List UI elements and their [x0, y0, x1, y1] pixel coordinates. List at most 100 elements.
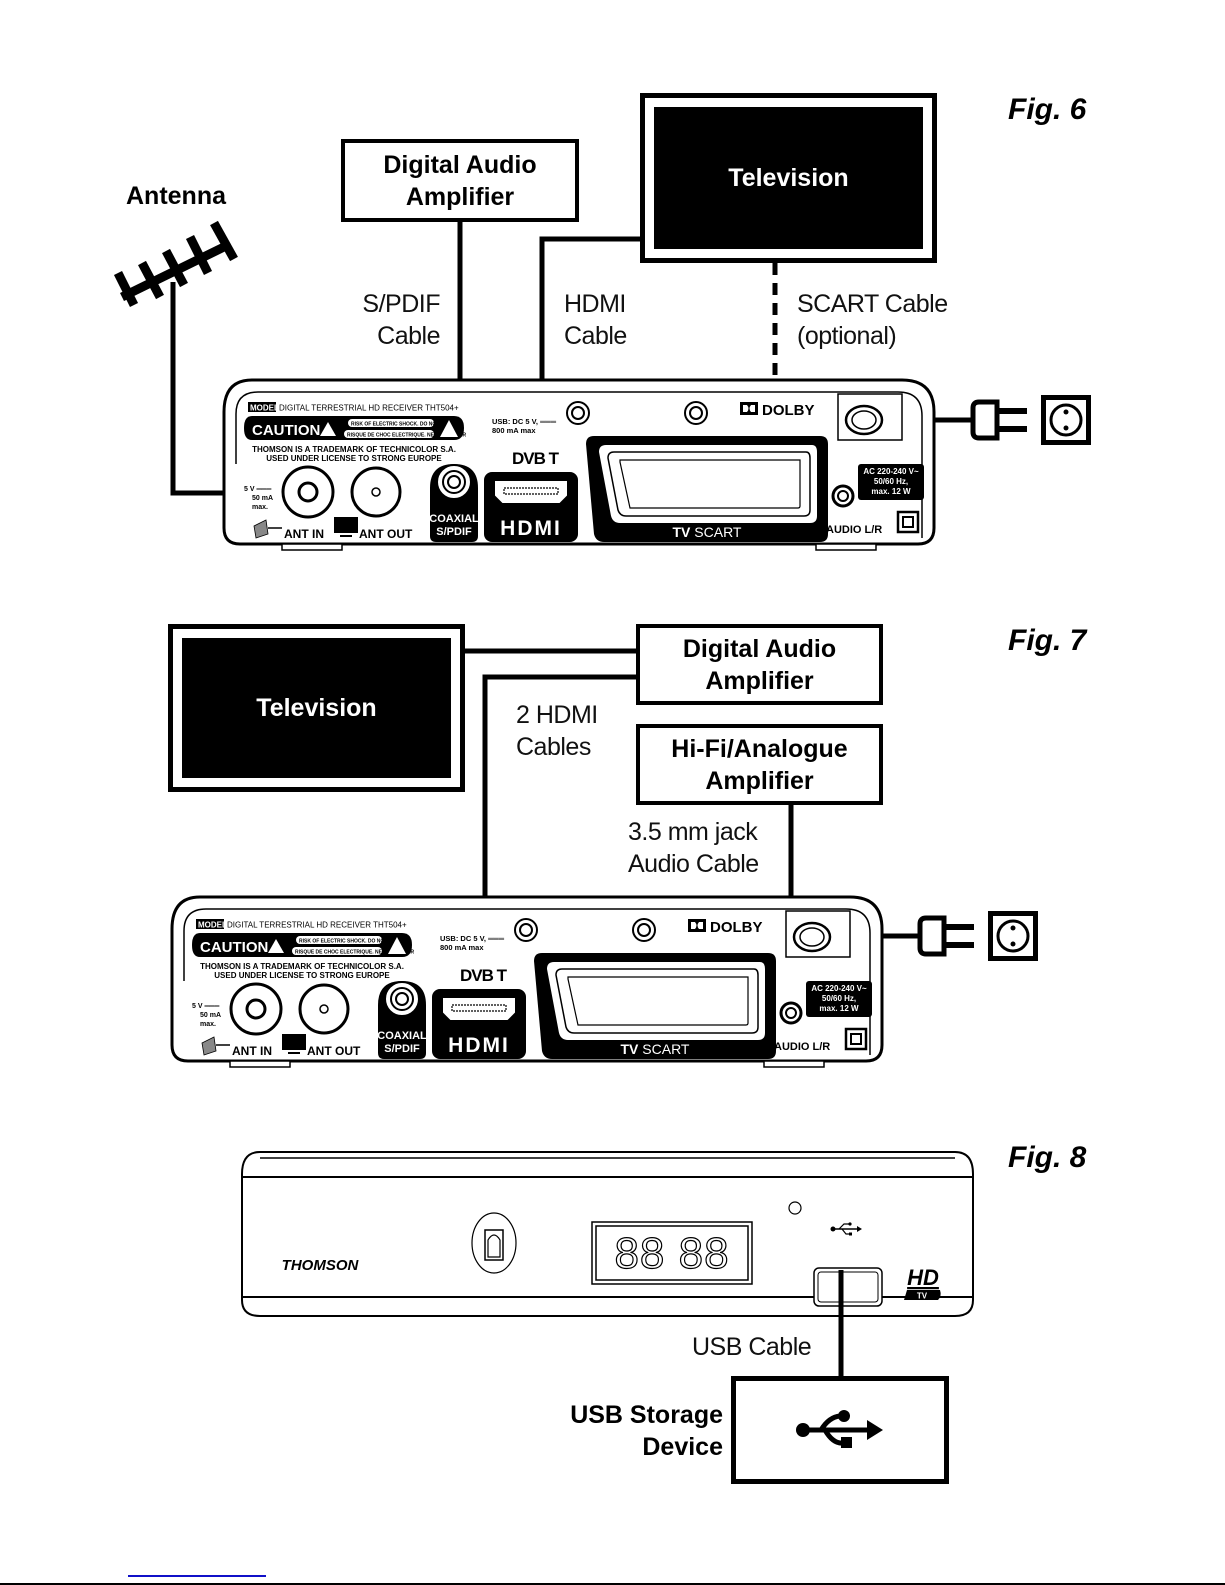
hifi-amp-line1: Hi-Fi/Analogue [671, 734, 848, 763]
antenna-power-max: max. [252, 504, 268, 511]
coaxial-label-2: S/PDIF [436, 526, 472, 538]
tv-small-icon [282, 1034, 306, 1050]
power-spec-1: AC 220-240 V~ [863, 467, 919, 476]
ant-out-label: ANT OUT [359, 527, 413, 541]
hdmi-cables-line2: Cables [516, 733, 591, 761]
lightning-warning-icon [320, 422, 336, 436]
usb-spec-1: USB: DC 5 V, ═══ [492, 417, 557, 426]
model-text: DIGITAL TERRESTRIAL HD RECEIVER THT504+ [279, 404, 459, 413]
ant-in-label: ANT IN [232, 1044, 272, 1058]
antenna-icon [113, 220, 238, 308]
power-inlet-frame [837, 393, 903, 441]
jack-cable-label: 3.5 mm jack Audio Cable [628, 816, 759, 880]
scart-line2: (optional) [797, 322, 897, 350]
dvb-t-logo: DVB T [512, 449, 560, 468]
scart-port [544, 960, 767, 1042]
power-spec-3: max. 12 W [819, 1004, 859, 1013]
foot-right [815, 543, 877, 551]
antenna-power-text: 5 V ═══ [192, 1003, 219, 1010]
power-inlet-frame [785, 910, 851, 958]
usb-spec-2: 800 mA max [492, 426, 536, 435]
foot-right [763, 1060, 825, 1068]
hdmi-line1: HDMI [564, 290, 626, 318]
television-box: Television [640, 93, 937, 263]
jack-line2: Audio Cable [628, 850, 759, 878]
coaxial-label-1: COAXIAL [429, 513, 479, 525]
fig-6-label: Fig. 6 [1008, 93, 1087, 126]
dolby-logo-icon [740, 402, 758, 415]
scart-label: TV SCART [621, 1041, 690, 1057]
spdif-line1: S/PDIF [362, 290, 440, 318]
hdmi-port [441, 996, 517, 1022]
warning-fr: RISQUE DE CHOC ELECTRIQUE. NE PAS OUVRIR [347, 433, 466, 439]
dvb-t-logo: DVB T [460, 966, 508, 985]
ant-in-label: ANT IN [284, 527, 324, 541]
scart-line1: SCART Cable [797, 290, 948, 318]
model-tag: MODEL [198, 921, 227, 930]
usb-cable [838, 1270, 844, 1380]
standby-button[interactable] [471, 1212, 517, 1274]
page-footer-rule [0, 1583, 1225, 1585]
power-plug-icon-fig7 [914, 915, 974, 957]
usb-port[interactable] [813, 1267, 883, 1307]
svg-text:TV: TV [917, 1292, 928, 1301]
antenna-power-text: 5 V ═══ [244, 486, 271, 493]
dolby-label: DOLBY [710, 919, 763, 936]
digital-amp-line2: Amplifier [705, 666, 814, 695]
usb-device-line1: USB Storage [570, 1401, 723, 1429]
coaxial-label-2: S/PDIF [384, 1043, 420, 1055]
power-spec-badge [858, 464, 924, 500]
television-screen-fig7: Television [182, 638, 451, 778]
power-inlet [844, 404, 884, 436]
power-spec-1: AC 220-240 V~ [811, 984, 867, 993]
amplifier-line1: Digital Audio [383, 150, 537, 179]
caution-text: CAUTION [200, 939, 268, 956]
jack-line1: 3.5 mm jack [628, 818, 758, 846]
trademark-line2: USED UNDER LICENSE TO STRONG EUROPE [214, 971, 390, 980]
spdif-cable-label: S/PDIF Cable [358, 288, 440, 352]
antenna-small-icon [201, 1036, 217, 1056]
usb-icon [796, 1410, 883, 1448]
audio-label: AUDIO L/R [826, 524, 882, 536]
television-box-fig7: Television [168, 624, 465, 792]
svg-text:88 88: 88 88 [614, 1229, 729, 1278]
usb-storage-device-label: USB Storage Device [520, 1399, 723, 1463]
hdmi-cables-line1: 2 HDMI [516, 701, 598, 729]
scart-cable-label: SCART Cable (optional) [797, 288, 948, 352]
hdmi-label: HDMI [448, 1034, 510, 1057]
antenna-power-max: max. [200, 1021, 216, 1028]
coaxial-label-1: COAXIAL [377, 1030, 427, 1042]
dolby-label: DOLBY [762, 402, 815, 419]
hdmi-label: HDMI [500, 517, 562, 540]
footer-link-underline[interactable] [128, 1575, 266, 1577]
usb-spec-1: USB: DC 5 V, ═══ [440, 934, 505, 943]
antenna-power-mA: 50 mA [252, 495, 273, 502]
antenna-power-mA: 50 mA [200, 1012, 221, 1019]
hifi-amp-line2: Amplifier [705, 766, 814, 795]
spdif-line2: Cable [377, 322, 440, 350]
hdmi-cable-label: HDMI Cable [564, 288, 627, 352]
power-spec-3: max. 12 W [871, 487, 911, 496]
wall-socket-icon-fig7 [988, 911, 1038, 961]
dolby-logo-icon [688, 919, 706, 932]
receiver-front-panel: 88 88 HD TV THOMSON [241, 1151, 974, 1317]
scart-port [596, 443, 819, 525]
amplifier-line2: Amplifier [405, 182, 515, 211]
usb-spec-2: 800 mA max [440, 943, 484, 952]
fig-8-label: Fig. 8 [1008, 1141, 1087, 1174]
audio-label: AUDIO L/R [774, 1041, 830, 1053]
trademark-line2: USED UNDER LICENSE TO STRONG EUROPE [266, 454, 442, 463]
power-spec-2: 50/60 Hz, [874, 477, 908, 486]
tv-small-icon [334, 517, 358, 533]
power-spec-2: 50/60 Hz, [822, 994, 856, 1003]
caution-text: CAUTION [252, 422, 320, 439]
svg-text:THOMSON: THOMSON [282, 1257, 360, 1274]
lightning-warning-icon [268, 939, 284, 953]
fig-7-label: Fig. 7 [1008, 624, 1087, 657]
digital-amp-line1: Digital Audio [682, 634, 837, 663]
wall-socket-icon [1041, 395, 1091, 445]
trademark-line1: THOMSON IS A TRADEMARK OF TECHNICOLOR S.… [252, 445, 456, 454]
ir-sensor-icon [788, 1201, 802, 1215]
